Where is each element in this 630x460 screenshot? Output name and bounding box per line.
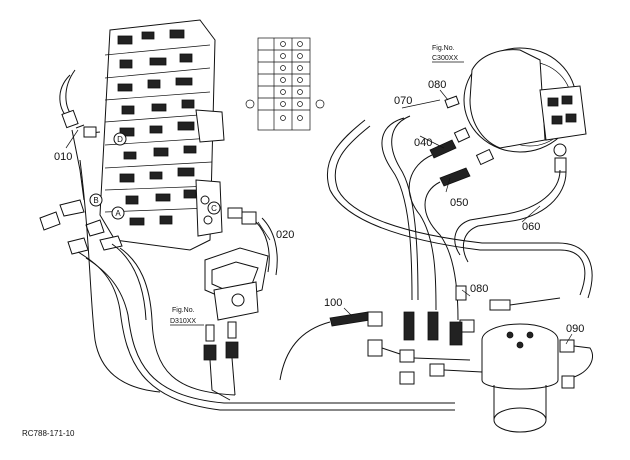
lower-left-hoses	[39, 159, 455, 411]
circle-marker-d-label: D	[117, 135, 123, 144]
circle-marker-a-label: A	[115, 209, 121, 218]
callout-040: 040	[414, 137, 432, 149]
callout-060: 060	[522, 221, 540, 233]
circle-marker-c-label: C	[211, 204, 217, 213]
callout-080-top: 080	[428, 79, 446, 91]
swivel-joint	[399, 285, 593, 433]
figref-mid-code: D310XX	[170, 318, 196, 325]
figure-reference-top: Fig.No. C300XX	[432, 45, 464, 63]
drawing-code: RC788-171-10	[22, 429, 75, 438]
pilot-valve	[203, 247, 269, 401]
callout-050: 050	[450, 197, 468, 209]
callout-020: 020	[276, 229, 294, 241]
figref-top-prefix: Fig.No.	[432, 45, 455, 52]
callout-090: 090	[566, 323, 584, 335]
travel-motor	[463, 47, 587, 173]
callout-100: 100	[324, 297, 342, 309]
figure-reference-mid: Fig.No. D310XX	[170, 307, 204, 326]
hose-020	[227, 207, 278, 276]
circle-marker-d	[113, 132, 127, 146]
figref-mid-prefix: Fig.No.	[172, 307, 195, 314]
circle-marker-b	[89, 193, 103, 207]
control-valve-assembly	[99, 19, 225, 251]
hose-010	[59, 69, 101, 201]
circle-marker-b-label: B	[93, 196, 98, 205]
callout-080-bottom: 080	[470, 283, 488, 295]
circle-marker-group: A B C D	[89, 132, 221, 220]
circle-marker-a	[111, 206, 125, 220]
upper-right-fittings	[381, 95, 567, 321]
callout-labels: 010 020 040 050 060 070 080 080 090 100	[54, 79, 584, 335]
hose-100	[279, 311, 401, 381]
port-schematic	[245, 37, 325, 131]
figref-top-code: C300XX	[432, 55, 458, 62]
leader-lines	[65, 89, 573, 345]
callout-010: 010	[54, 151, 72, 163]
long-loop-hose	[326, 119, 593, 299]
callout-070: 070	[394, 95, 412, 107]
circle-marker-c	[207, 201, 221, 215]
